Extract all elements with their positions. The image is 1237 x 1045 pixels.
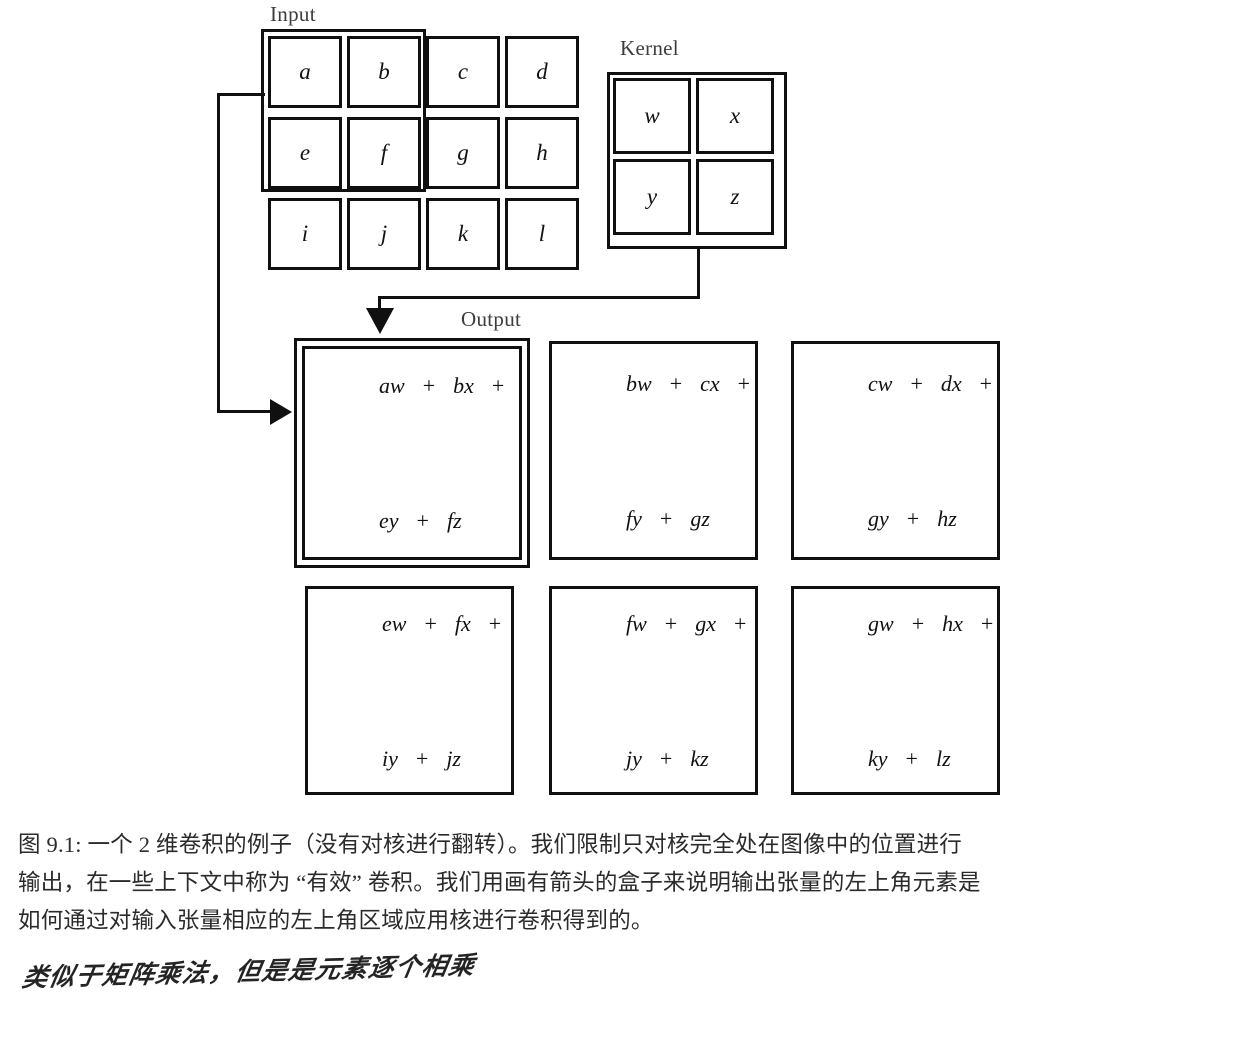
input-cell-d: d bbox=[505, 36, 579, 108]
kernel-arrow-head-icon bbox=[366, 308, 394, 334]
plus-operator: + bbox=[737, 370, 751, 396]
output-cell-0-text: aw + bx + ey + fz bbox=[335, 291, 522, 615]
plus-operator: + bbox=[491, 373, 505, 398]
input-arrow-segment-bottom bbox=[217, 410, 277, 413]
handwritten-annotation: 类似于矩阵乘法，但是是元素逐个相乘 bbox=[20, 950, 478, 993]
convolution-figure: Input Kernel Output a b c d e f g h i j … bbox=[217, 2, 1000, 795]
output-term: bw bbox=[626, 370, 652, 396]
plus-operator: + bbox=[910, 370, 923, 396]
plus-operator: + bbox=[659, 745, 673, 771]
output-term: gw bbox=[868, 610, 894, 636]
caption-line-1: 图 9.1: 一个 2 维卷积的例子（没有对核进行翻转）。我们限制只对核完全处在… bbox=[18, 832, 962, 857]
output-term: iy bbox=[382, 745, 398, 771]
output-term: gy bbox=[868, 505, 889, 531]
kernel-cell-y: y bbox=[613, 159, 691, 235]
kernel-arrow-segment-horizontal bbox=[378, 296, 700, 299]
plus-operator: + bbox=[733, 610, 747, 636]
plus-operator: + bbox=[911, 610, 925, 636]
output-label: Output bbox=[461, 307, 522, 331]
input-grid: a b c d e f g h i j k l bbox=[268, 36, 579, 271]
caption-line-2: 输出，在一些上下文中称为 “有效” 卷积。我们用画有箭头的盒子来说明输出张量的左… bbox=[18, 870, 981, 895]
output-term: gz bbox=[690, 505, 710, 531]
input-arrow-head-icon bbox=[270, 399, 292, 425]
caption-line-3: 如何通过对输入张量相应的左上角区域应用核进行卷积得到的。 bbox=[18, 908, 654, 933]
input-cell-j: j bbox=[347, 198, 421, 270]
input-cell-l: l bbox=[505, 198, 579, 270]
output-term: kz bbox=[690, 745, 709, 771]
kernel-label: Kernel bbox=[620, 36, 679, 60]
output-term: jy bbox=[626, 745, 642, 771]
input-receptive-field-highlight bbox=[261, 29, 426, 192]
output-term: fw bbox=[626, 610, 647, 636]
input-cell-g: g bbox=[426, 117, 500, 189]
output-term: aw bbox=[379, 373, 405, 398]
output-cell-0: aw + bx + ey + fz bbox=[302, 346, 522, 560]
output-term: bx bbox=[453, 373, 474, 398]
kernel-arrow-segment-down bbox=[378, 296, 381, 312]
output-cell-5: gw + hx + ky + lz bbox=[791, 586, 1000, 795]
output-cell-1: bw + cx + fy + gz bbox=[549, 341, 758, 560]
kernel-outer-frame bbox=[607, 72, 787, 249]
output-cell-2: cw + dx + gy + hz bbox=[791, 341, 1000, 560]
output-cell-5-text: gw + hx + ky + lz bbox=[824, 529, 1011, 853]
plus-operator: + bbox=[669, 370, 683, 396]
input-label: Input bbox=[270, 2, 316, 26]
output-term: ky bbox=[868, 745, 888, 771]
output-cell-3-text: ew + fx + iy + jz bbox=[338, 529, 519, 853]
output-cell-2-text: cw + dx + gy + hz bbox=[824, 289, 1010, 613]
kernel-cell-z: z bbox=[696, 159, 774, 235]
output-cell-4: fw + gx + jy + kz bbox=[549, 586, 758, 795]
input-cell-a: a bbox=[268, 36, 342, 108]
plus-operator: + bbox=[415, 745, 429, 771]
output-cell-1-text: bw + cx + fy + gz bbox=[582, 289, 768, 613]
input-arrow-segment-top bbox=[217, 93, 265, 96]
plus-operator: + bbox=[905, 745, 918, 771]
plus-operator: + bbox=[979, 370, 993, 396]
output-first-cell-highlight bbox=[294, 338, 530, 568]
output-term: fy bbox=[626, 505, 642, 531]
output-term: hz bbox=[937, 505, 957, 531]
output-term: dx bbox=[940, 370, 962, 396]
output-cell-4-text: fw + gx + jy + kz bbox=[582, 529, 764, 853]
plus-operator: + bbox=[422, 373, 436, 398]
output-term: fz bbox=[446, 508, 462, 533]
input-cell-k: k bbox=[426, 198, 500, 270]
output-term: gx bbox=[695, 610, 716, 636]
output-term: cx bbox=[700, 370, 720, 396]
input-cell-h: h bbox=[505, 117, 579, 189]
output-term: cw bbox=[868, 370, 893, 396]
kernel-arrow-segment-vertical bbox=[697, 247, 700, 299]
input-cell-e: e bbox=[268, 117, 342, 189]
plus-operator: + bbox=[659, 505, 673, 531]
output-term: hx bbox=[942, 610, 963, 636]
output-term: ey bbox=[379, 508, 399, 533]
kernel-cell-w: w bbox=[613, 78, 691, 154]
input-cell-b: b bbox=[347, 36, 421, 108]
input-arrow-segment-vertical bbox=[217, 93, 220, 413]
plus-operator: + bbox=[488, 610, 502, 636]
output-term: jz bbox=[446, 745, 461, 771]
plus-operator: + bbox=[416, 508, 429, 533]
input-cell-c: c bbox=[426, 36, 500, 108]
output-term: ew bbox=[382, 610, 407, 636]
input-cell-i: i bbox=[268, 198, 342, 270]
output-term: lz bbox=[935, 745, 951, 771]
kernel-cell-x: x bbox=[696, 78, 774, 154]
kernel-grid: w x y z bbox=[613, 78, 781, 243]
input-cell-f: f bbox=[347, 117, 421, 189]
output-term: fx bbox=[454, 610, 471, 636]
plus-operator: + bbox=[424, 610, 437, 636]
output-cell-3: ew + fx + iy + jz bbox=[305, 586, 514, 795]
plus-operator: + bbox=[664, 610, 678, 636]
plus-operator: + bbox=[906, 505, 920, 531]
figure-caption: 图 9.1: 一个 2 维卷积的例子（没有对核进行翻转）。我们限制只对核完全处在… bbox=[18, 826, 1218, 940]
plus-operator: + bbox=[980, 610, 994, 636]
